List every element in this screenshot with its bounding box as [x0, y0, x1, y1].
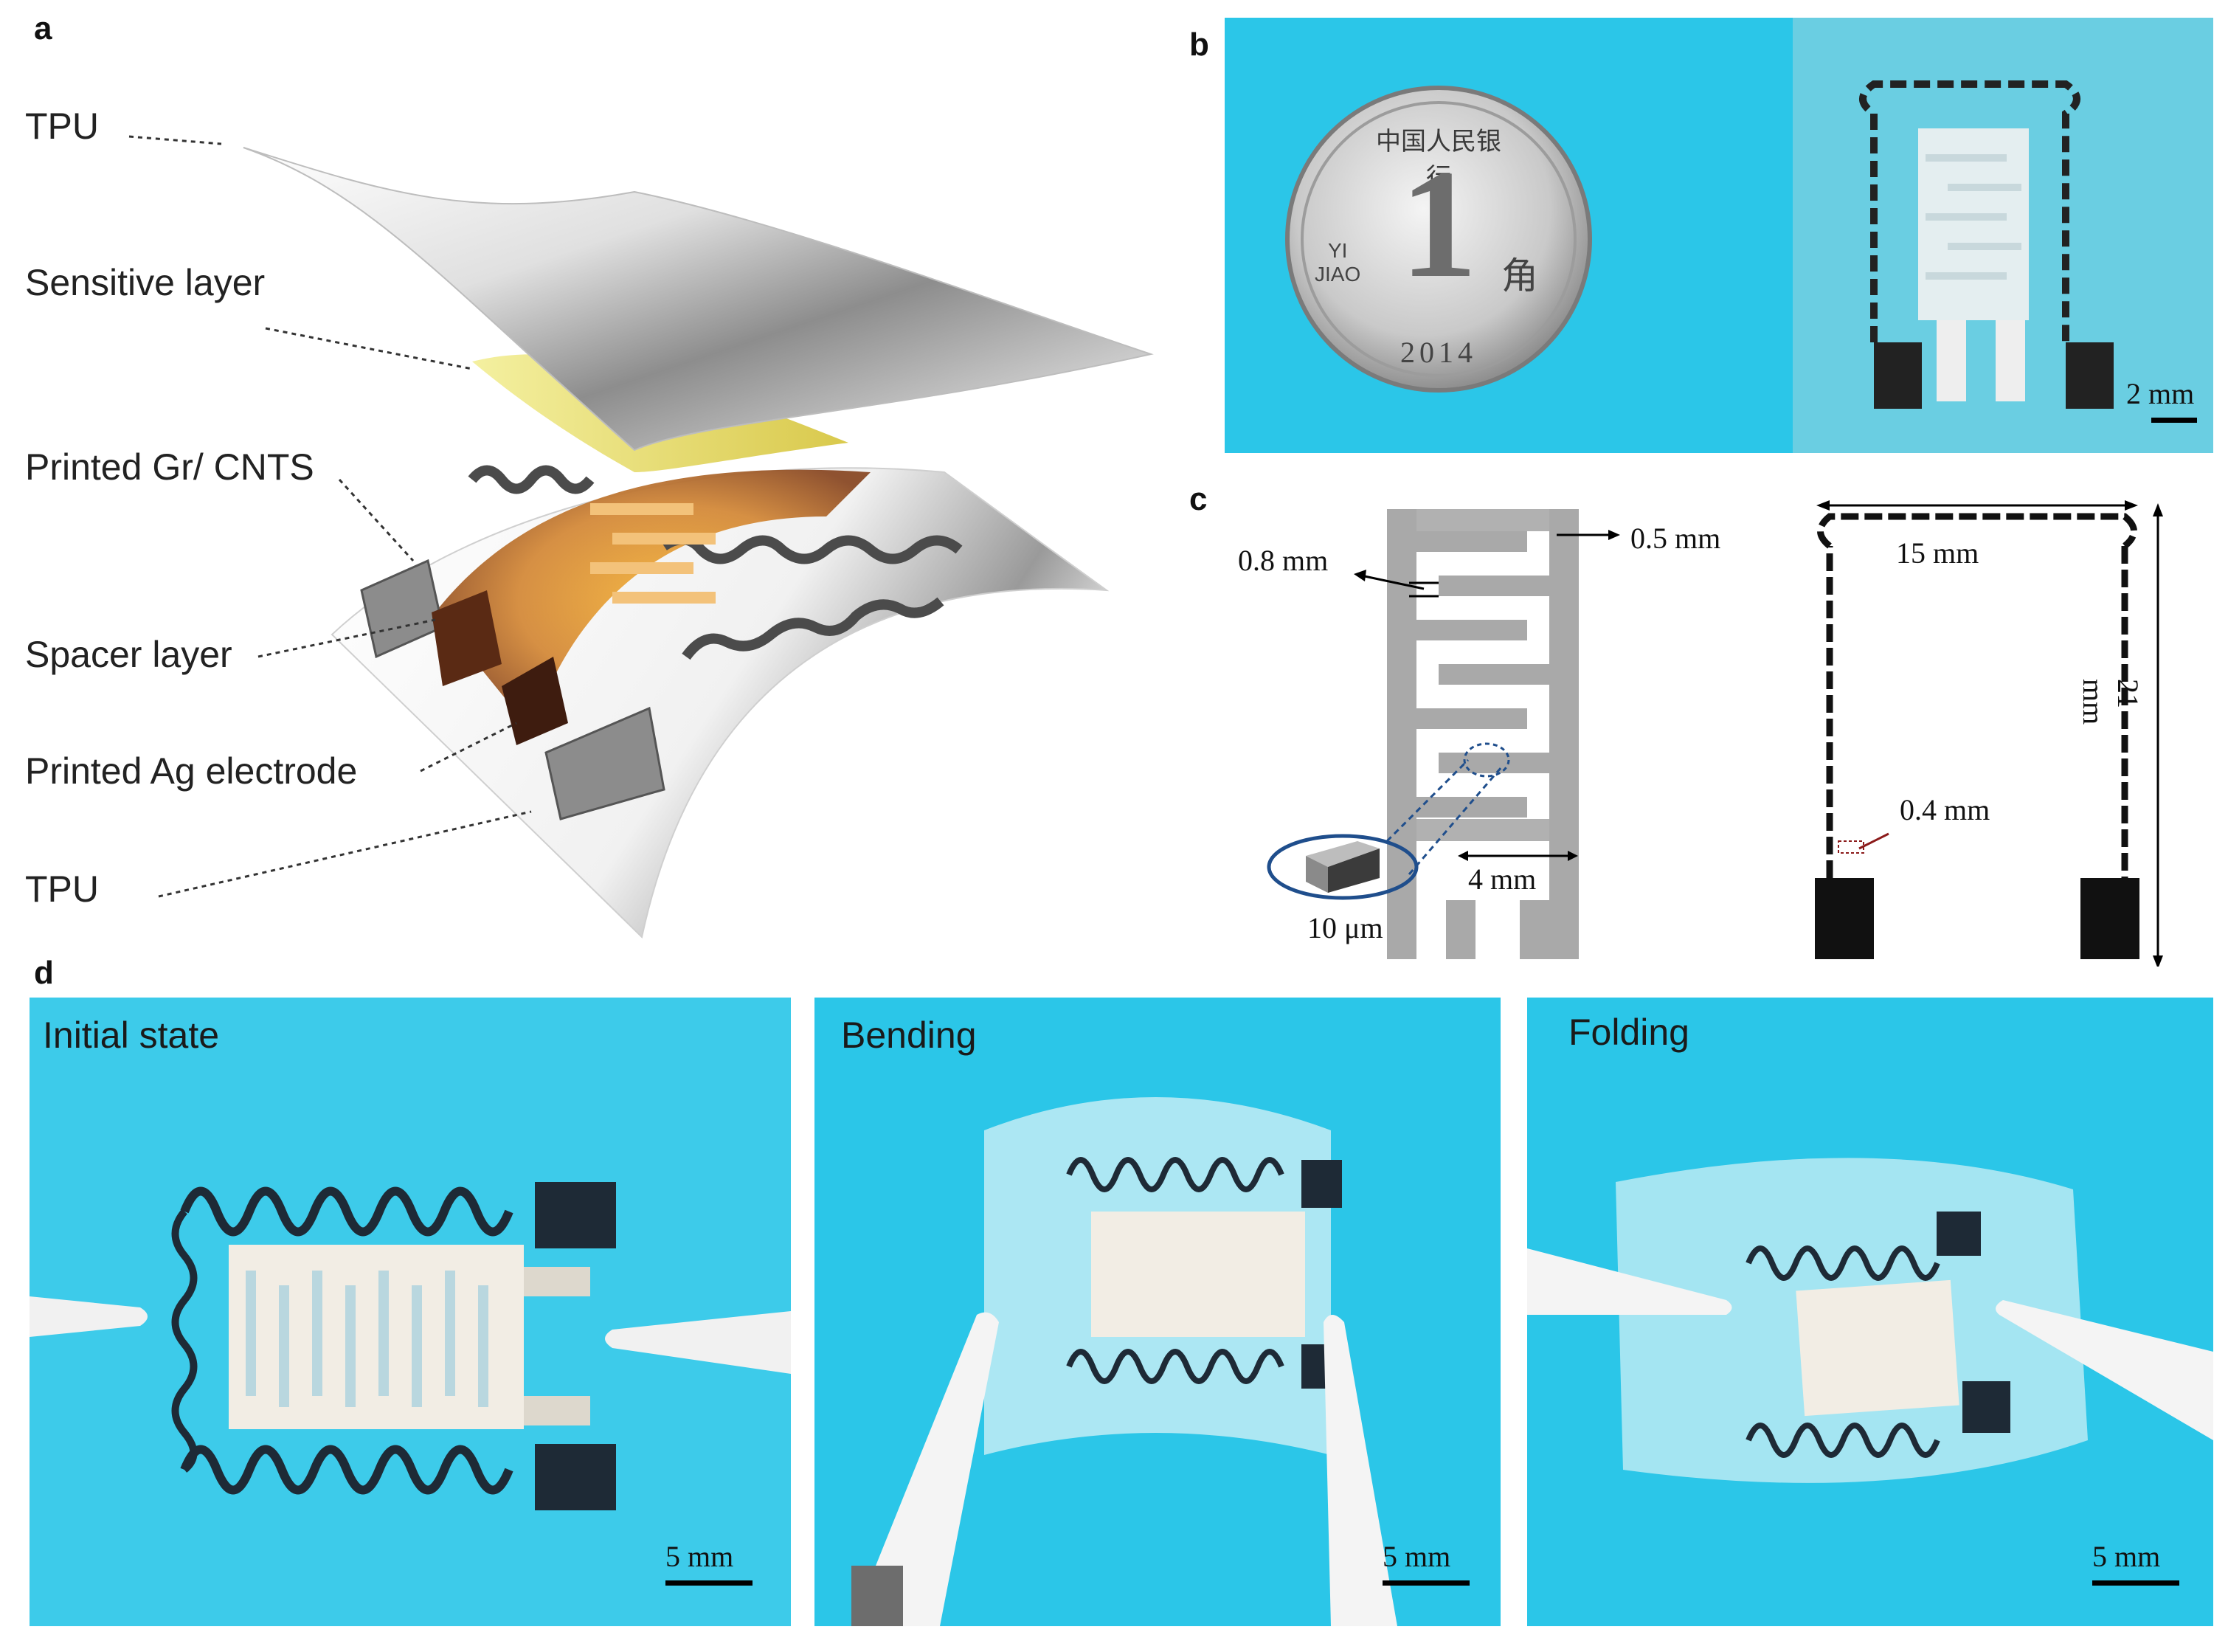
coin-and-sensor-photo — [1285, 18, 2213, 453]
pad-initial-top — [535, 1182, 616, 1248]
gray-pad-right — [544, 706, 665, 820]
copper-pad-left — [432, 590, 502, 686]
dim-height: 21 mm — [2077, 679, 2145, 725]
sensor-meander — [1859, 80, 2080, 342]
coin-jiao-char: 角 — [1501, 255, 1538, 297]
sensor-pad-left — [1874, 342, 1922, 409]
label-bending: Bending — [841, 1015, 977, 1056]
bending-illustration — [851, 1097, 1397, 1626]
tweezer-folding-left — [1527, 1248, 1732, 1315]
scale-text-initial: 5 mm — [665, 1540, 734, 1573]
dimension-schematic — [1267, 500, 2163, 967]
panel-letter-a: a — [34, 10, 52, 46]
meander-bending-bottom — [1066, 1349, 1284, 1384]
scale-bar-folding — [2092, 1580, 2179, 1586]
tweezer-right — [605, 1311, 791, 1374]
bottom-tpu-sheet — [331, 467, 1110, 939]
dim-thickness: 10 μm — [1307, 911, 1383, 944]
photo-folding: Folding 5 mm — [1527, 998, 2213, 1626]
meander-bending-top — [1066, 1157, 1284, 1192]
panel-b-photo: 中国人民银行 1 YI JIAO 角 2014 2 mm — [1225, 18, 2213, 453]
top-tpu-sheet — [243, 147, 1154, 452]
dim-width: 15 mm — [1896, 536, 1979, 570]
interdigital-electrode — [590, 503, 716, 604]
meander-folding-bottom — [1746, 1423, 1940, 1458]
label-sensitive-layer: Sensitive layer — [25, 262, 266, 303]
label-tpu-bottom: TPU — [25, 868, 99, 910]
panel-c-schematic: 0.8 mm 0.5 mm 4 mm 10 μm 15 mm 21 mm 0.4… — [1210, 465, 2228, 967]
copper-pad-right — [502, 657, 568, 745]
initial-state-illustration — [30, 998, 791, 1626]
dim-gap: 0.8 mm — [1238, 544, 1329, 577]
meander-folding-top — [1746, 1245, 1940, 1281]
photo-bending: Bending 5 mm — [814, 998, 1501, 1626]
label-printed-ag-electrode: Printed Ag electrode — [25, 750, 358, 792]
electrode-initial — [229, 1245, 524, 1429]
schematic-pad-left — [1815, 878, 1874, 959]
tweezer-bending-left — [851, 1312, 999, 1626]
tweezer-left — [30, 1296, 148, 1337]
sensor-pad-right — [2066, 342, 2114, 409]
scale-bar-b — [2151, 418, 2197, 423]
exploded-layer-diagram — [128, 135, 1154, 939]
scale-bar-bending — [1383, 1580, 1470, 1586]
photo-initial-state: Initial state 5 mm — [30, 998, 791, 1626]
printed-cnt-meander-lower — [682, 597, 944, 660]
scale-text-bending: 5 mm — [1383, 1540, 1451, 1573]
meander-schematic — [1817, 513, 2137, 878]
pad-initial-bottom — [535, 1444, 616, 1510]
scale-text-folding: 5 mm — [2092, 1540, 2161, 1573]
label-folding: Folding — [1568, 1012, 1689, 1053]
panel-letter-b: b — [1189, 27, 1209, 63]
schematic-pad-right — [2080, 878, 2139, 959]
dim-pad: 4 mm — [1468, 863, 1537, 896]
dim-finger: 0.5 mm — [1630, 522, 1721, 555]
scale-text-b: 2 mm — [2126, 377, 2195, 410]
panel-letter-d: d — [34, 955, 54, 991]
label-tpu-top: TPU — [25, 106, 99, 147]
tweezer-folding-right — [1996, 1300, 2213, 1440]
label-spacer-layer: Spacer layer — [25, 634, 232, 675]
scale-bar-initial — [665, 1580, 753, 1586]
tweezer-bending-right — [1324, 1315, 1397, 1626]
meander-initial-bottom — [180, 1445, 513, 1495]
coin-jiao: JIAO — [1315, 263, 1361, 286]
coin-year: 2014 — [1400, 336, 1477, 369]
label-printed-gr-cnts: Printed Gr/ CNTS — [25, 446, 314, 488]
panel-letter-c: c — [1189, 481, 1208, 517]
coin-yi: YI — [1328, 239, 1348, 262]
coin-top-text: 中国人民银行 — [1376, 128, 1501, 192]
panel-a: a — [0, 0, 1210, 959]
dim-line: 0.4 mm — [1900, 793, 1990, 826]
meander-initial-top — [180, 1186, 513, 1237]
coin-numeral: 1 — [1400, 139, 1478, 310]
folding-illustration — [1527, 1158, 2213, 1483]
label-initial-state: Initial state — [43, 1015, 220, 1056]
printed-cnt-meander — [468, 465, 963, 564]
coin — [1285, 86, 1592, 393]
